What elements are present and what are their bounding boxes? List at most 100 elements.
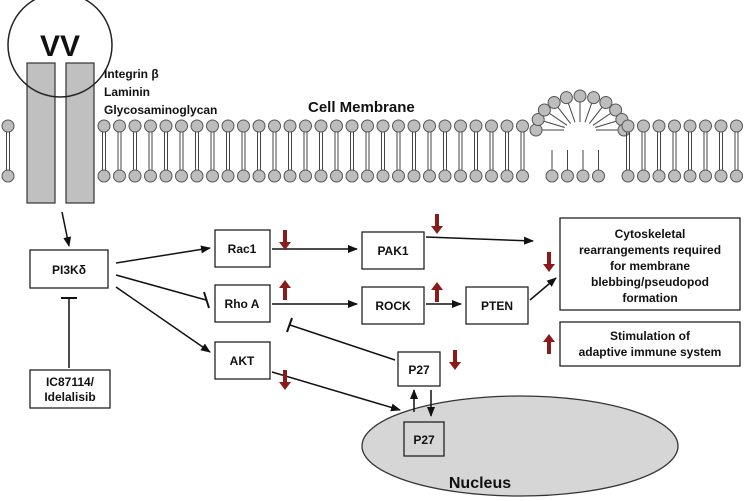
lipid-head bbox=[206, 119, 219, 133]
lipid-head bbox=[637, 169, 650, 183]
arrow-receptor-to-pi3k bbox=[61, 211, 72, 247]
lipid-head bbox=[599, 95, 613, 109]
lipid-head bbox=[128, 169, 142, 183]
pten-label: PTEN bbox=[481, 299, 513, 313]
rhoa-label: Rho A bbox=[225, 297, 260, 311]
lipid-head bbox=[97, 169, 111, 183]
lipid-head bbox=[516, 119, 529, 133]
lipid-head bbox=[175, 119, 188, 133]
lipid-head bbox=[500, 169, 514, 183]
cytoskeletal-line-1: Cytoskeletal bbox=[615, 227, 686, 241]
lipid-head bbox=[699, 169, 712, 183]
lipid-head bbox=[144, 119, 157, 133]
lipid-head bbox=[407, 119, 421, 133]
lipid-head bbox=[190, 169, 204, 183]
membrane-label: Cell Membrane bbox=[308, 99, 415, 116]
lipid-head bbox=[592, 169, 605, 183]
cytoskeletal-line-2: rearrangements required bbox=[579, 243, 721, 257]
rac1-down-indicator-icon bbox=[279, 230, 291, 250]
lipid-head bbox=[423, 119, 436, 133]
lipid-head bbox=[361, 169, 374, 183]
rock-box bbox=[361, 286, 425, 325]
arrow-pak1-to-cytoskeletal bbox=[425, 236, 534, 245]
lipid-head bbox=[683, 169, 697, 183]
regulation-indicators bbox=[279, 214, 555, 390]
lipid-head bbox=[668, 169, 681, 183]
lipid-head bbox=[345, 119, 359, 133]
rock-label: ROCK bbox=[375, 299, 411, 313]
rac1-label: Rac1 bbox=[228, 242, 257, 256]
lipid-head bbox=[438, 119, 452, 133]
lipid-head bbox=[545, 169, 559, 183]
lipid-head bbox=[652, 119, 666, 133]
lipid-head bbox=[392, 169, 405, 183]
lipid-head bbox=[314, 119, 328, 133]
receptor-label-laminin: Laminin bbox=[104, 85, 150, 99]
receptor-bar-left bbox=[26, 62, 56, 204]
cytoskeletal-line-5: formation bbox=[622, 291, 677, 305]
lipid-head bbox=[159, 119, 173, 133]
lipid-head bbox=[454, 169, 467, 183]
arrow-pi3k-to-akt bbox=[115, 286, 211, 353]
lipid-head bbox=[547, 95, 561, 109]
receptor-label-glycosaminoglycan: Glycosaminoglycan bbox=[104, 103, 217, 117]
lipid-head bbox=[529, 123, 543, 137]
lipid-head bbox=[559, 91, 573, 105]
lipid-head bbox=[637, 119, 650, 133]
arrow-pi3k-to-rac1 bbox=[115, 245, 211, 264]
lipid-head bbox=[699, 119, 712, 133]
cytoskeletal-line-3: for membrane bbox=[610, 259, 690, 273]
pak1-label: PAK1 bbox=[377, 244, 408, 258]
lipid-head bbox=[683, 119, 697, 133]
lipid-head bbox=[621, 119, 635, 133]
lipid-head bbox=[113, 119, 126, 133]
immune-outcome-box bbox=[559, 321, 741, 367]
lipid-head bbox=[221, 169, 235, 183]
cytoskeletal-down-indicator-icon bbox=[543, 252, 555, 272]
lipid-head bbox=[330, 119, 343, 133]
lipid-head bbox=[438, 169, 452, 183]
cytoskeletal-outcome-box bbox=[559, 217, 741, 311]
p27-down-indicator-icon bbox=[449, 350, 461, 370]
lipid-head bbox=[714, 119, 728, 133]
arrow-akt-to-nucleus bbox=[271, 371, 401, 412]
inhibitor-label-line1: IC87114/ bbox=[46, 375, 95, 389]
lipid-head bbox=[252, 169, 266, 183]
lipid-head bbox=[221, 119, 235, 133]
lipid-head bbox=[1, 119, 15, 133]
lipid-head bbox=[730, 169, 743, 183]
immune-line-1: Stimulation of bbox=[610, 329, 691, 343]
immune-up-indicator-icon bbox=[543, 334, 555, 354]
lipid-head bbox=[469, 119, 483, 133]
lipid-head bbox=[376, 169, 390, 183]
virus-label: VV bbox=[40, 30, 80, 63]
lipid-head bbox=[561, 169, 574, 183]
lipid-head bbox=[516, 169, 529, 183]
lipid-head bbox=[237, 119, 250, 133]
lipid-head bbox=[587, 91, 601, 105]
arrow-pten-to-cytoskeletal bbox=[529, 277, 557, 301]
lipid-head bbox=[314, 169, 328, 183]
p27-nucleus-box bbox=[403, 421, 445, 457]
lipid-head bbox=[283, 169, 297, 183]
nucleus bbox=[361, 395, 679, 497]
lipid-head bbox=[485, 119, 498, 133]
lipid-head bbox=[621, 169, 635, 183]
rhoa-box bbox=[214, 284, 271, 323]
immune-line-2: adaptive immune system bbox=[579, 345, 722, 359]
lipid-head bbox=[407, 169, 421, 183]
lipid-head bbox=[652, 169, 666, 183]
p27-cytoplasm-label: P27 bbox=[408, 363, 430, 377]
inhibitor-box bbox=[29, 369, 111, 409]
lipid-head bbox=[144, 169, 157, 183]
inhibit-line-pi3k-to-rhoa bbox=[115, 274, 207, 301]
rhoa-up-indicator-icon bbox=[279, 280, 291, 300]
lipid-head bbox=[485, 169, 498, 183]
lipid-head bbox=[531, 112, 545, 126]
lipid-head bbox=[730, 119, 743, 133]
lipid-head bbox=[609, 103, 623, 117]
lipid-head bbox=[454, 119, 467, 133]
lipid-head bbox=[376, 119, 390, 133]
p27-cytoplasm-box bbox=[397, 351, 441, 387]
